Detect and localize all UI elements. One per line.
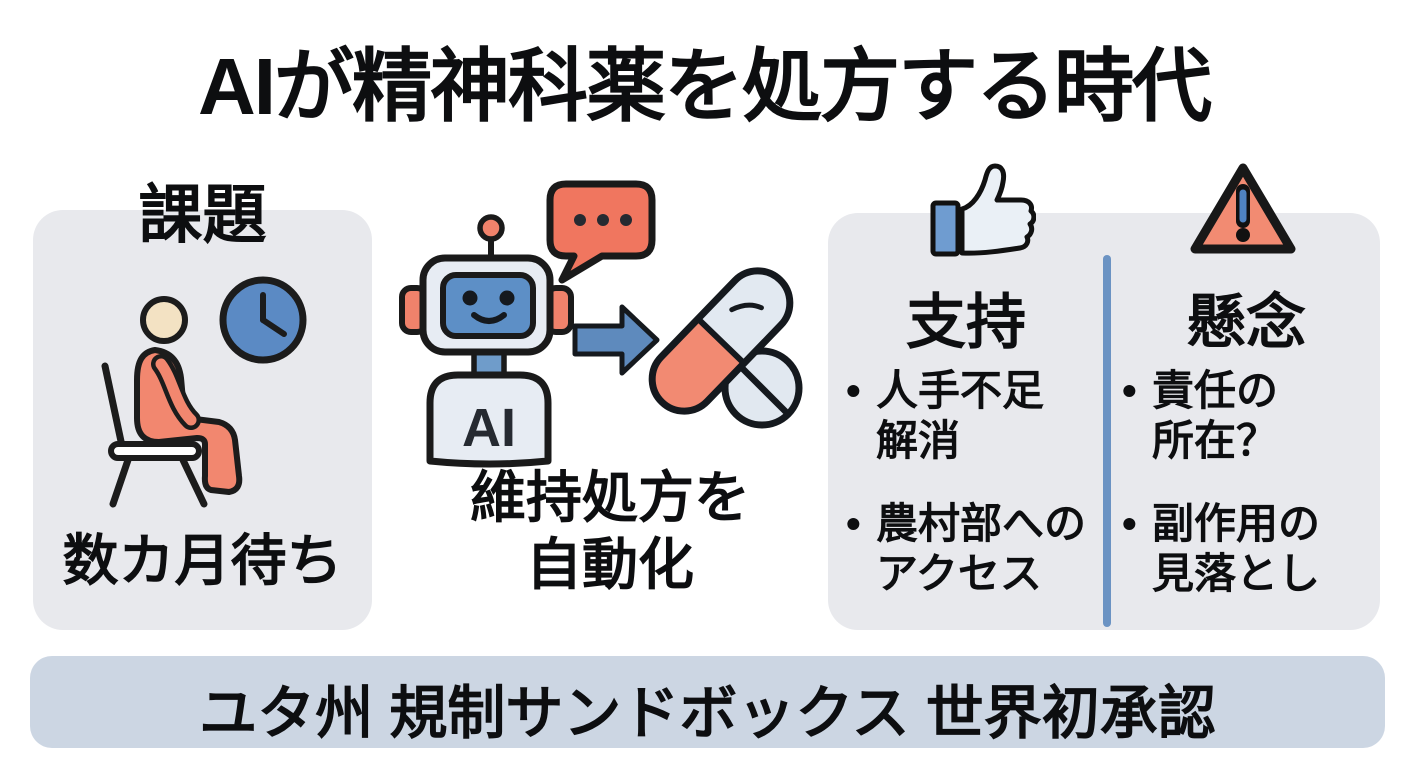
thumbs-up-icon	[930, 163, 1036, 257]
waiting-patient-illustration	[101, 276, 307, 508]
column-divider	[1103, 255, 1111, 627]
list-item-line2: 所在？	[1152, 417, 1279, 465]
challenge-heading: 課題	[138, 179, 267, 251]
support-list: •人手不足 解消 •農村部への アクセス	[846, 366, 1104, 632]
seated-person-icon	[134, 296, 243, 495]
list-item-line1: •副作用の	[1122, 499, 1378, 549]
ai-prescribing-illustration: AI	[399, 180, 803, 468]
automation-caption-line2: 自動化	[526, 533, 694, 597]
bullet-glyph: •	[846, 499, 861, 547]
robot-ai-label: AI	[462, 398, 516, 458]
list-item-line1: •農村部への	[846, 499, 1104, 549]
list-item-line2: 見落とし	[1152, 550, 1321, 598]
list-item: •副作用の 見落とし	[1122, 499, 1378, 600]
arrow-right-icon	[572, 304, 660, 376]
speech-bubble-icon	[546, 180, 656, 284]
bullet-glyph: •	[1122, 499, 1137, 547]
list-item-line2: アクセス	[876, 550, 1042, 598]
support-title: 支持	[906, 289, 1026, 356]
page-title: AIが精神科薬を処方する時代	[198, 42, 1212, 131]
concern-list: •責任の 所在？ •副作用の 見落とし	[1122, 366, 1378, 632]
challenge-caption: 数カ月待ち	[62, 529, 343, 592]
robot-icon: AI	[399, 214, 574, 468]
bullet-glyph: •	[1122, 367, 1137, 414]
warning-triangle-icon	[1190, 163, 1296, 254]
concern-title: 懸念	[1186, 289, 1306, 356]
footer-text: ユタ州 規制サンドボックス 世界初承認	[199, 681, 1216, 746]
automation-caption-line1: 維持処方を	[470, 466, 750, 529]
list-item: •農村部への アクセス	[846, 499, 1104, 600]
list-item-line1: •責任の	[1122, 366, 1378, 416]
list-item-line2: 解消	[876, 417, 961, 465]
tablet-icon	[721, 347, 803, 429]
list-item: •人手不足 解消	[846, 366, 1104, 467]
footer-banner	[30, 656, 1385, 748]
chair-icon	[108, 441, 208, 508]
chair-icon	[101, 362, 126, 450]
capsule-icon	[648, 267, 794, 415]
list-item: •責任の 所在？	[1122, 366, 1378, 467]
list-item-line1: •人手不足	[846, 366, 1104, 416]
clock-icon	[219, 276, 307, 364]
automation-caption: 維持処方を 自動化	[395, 464, 825, 598]
bullet-glyph: •	[846, 367, 861, 414]
